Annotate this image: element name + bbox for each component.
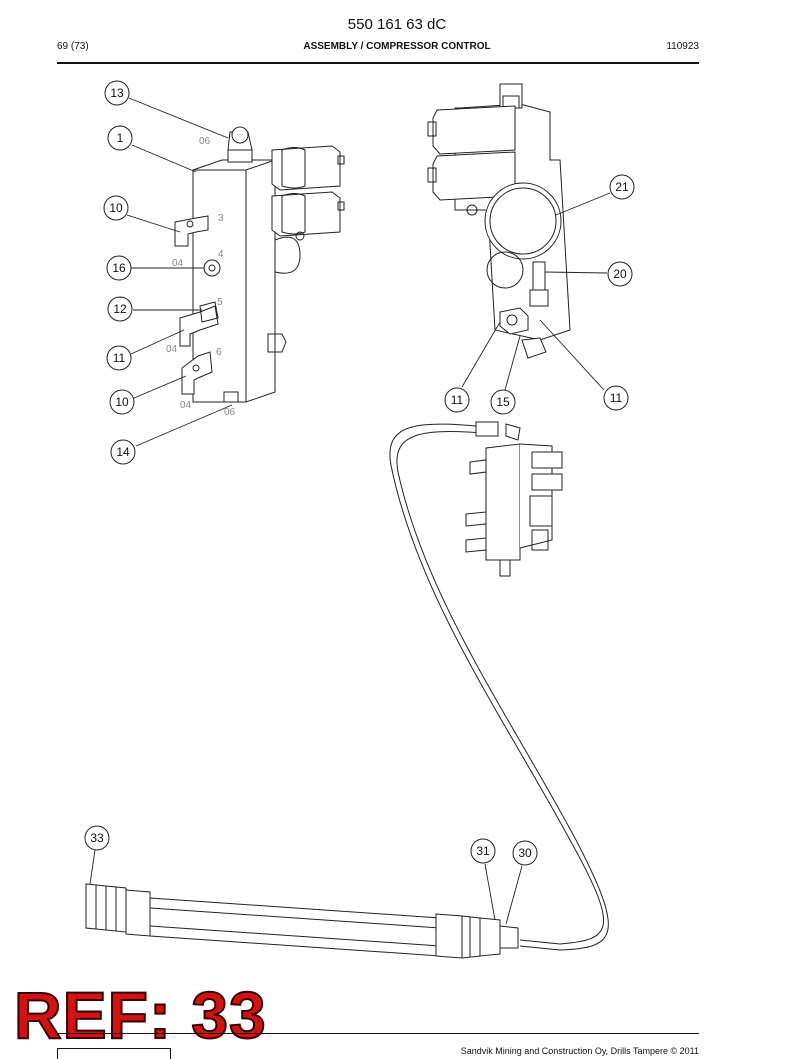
svg-text:12: 12 bbox=[113, 302, 127, 316]
callout-13: 13 bbox=[104, 80, 130, 106]
footer-rule bbox=[57, 1033, 699, 1034]
port-label: 3 bbox=[218, 213, 224, 224]
company-logo bbox=[57, 1048, 171, 1059]
callout-11: 11 bbox=[444, 387, 470, 413]
callout-33: 33 bbox=[84, 825, 110, 851]
svg-text:30: 30 bbox=[518, 846, 532, 860]
svg-text:14: 14 bbox=[116, 445, 130, 459]
callout-11: 11 bbox=[603, 385, 629, 411]
svg-text:13: 13 bbox=[110, 86, 124, 100]
callout-11: 11 bbox=[106, 345, 132, 371]
callout-10: 10 bbox=[103, 195, 129, 221]
port-label: 04 bbox=[166, 344, 178, 355]
callout-16: 16 bbox=[106, 255, 132, 281]
port-label: 04 bbox=[180, 400, 192, 411]
footer-copyright: Sandvik Mining and Construction Oy, Dril… bbox=[460, 1046, 699, 1056]
header-rule bbox=[57, 62, 699, 64]
leader-lines bbox=[89, 97, 611, 925]
document-number: 550 161 63 dC bbox=[347, 16, 447, 33]
port-label: 06 bbox=[224, 407, 236, 418]
valve-block-right bbox=[427, 83, 571, 359]
callout-21: 21 bbox=[609, 174, 635, 200]
page-title: ASSEMBLY / COMPRESSOR CONTROL bbox=[303, 41, 491, 52]
callout-31: 31 bbox=[470, 838, 496, 864]
valve-block-left bbox=[174, 126, 345, 403]
callout-14: 14 bbox=[110, 439, 136, 465]
valve-block-small bbox=[465, 423, 563, 577]
port-label: 6 bbox=[216, 347, 222, 358]
svg-text:33: 33 bbox=[90, 831, 104, 845]
svg-text:11: 11 bbox=[113, 351, 126, 365]
port-label: 5 bbox=[217, 297, 223, 308]
callout-10: 10 bbox=[109, 389, 135, 415]
callout-30: 30 bbox=[512, 840, 538, 866]
svg-text:10: 10 bbox=[115, 395, 129, 409]
svg-text:11: 11 bbox=[451, 393, 464, 407]
date-code: 110923 bbox=[666, 41, 699, 52]
svg-text:15: 15 bbox=[496, 395, 510, 409]
reference-label: REF: 33 bbox=[13, 978, 267, 1052]
callout-20: 20 bbox=[607, 261, 633, 287]
hose-assembly bbox=[85, 421, 609, 959]
svg-text:20: 20 bbox=[613, 267, 627, 281]
page-number: 69 (73) bbox=[57, 41, 89, 52]
svg-text:1: 1 bbox=[117, 131, 124, 145]
svg-text:31: 31 bbox=[476, 844, 490, 858]
svg-text:10: 10 bbox=[109, 201, 123, 215]
callout-12: 12 bbox=[107, 296, 133, 322]
svg-text:21: 21 bbox=[615, 180, 629, 194]
svg-text:16: 16 bbox=[112, 261, 126, 275]
port-label: 04 bbox=[172, 258, 184, 269]
callout-1: 1 bbox=[107, 125, 133, 151]
svg-text:11: 11 bbox=[610, 391, 623, 405]
port-label: 06 bbox=[199, 136, 211, 147]
callout-15: 15 bbox=[490, 389, 516, 415]
port-label: 4 bbox=[218, 249, 224, 260]
